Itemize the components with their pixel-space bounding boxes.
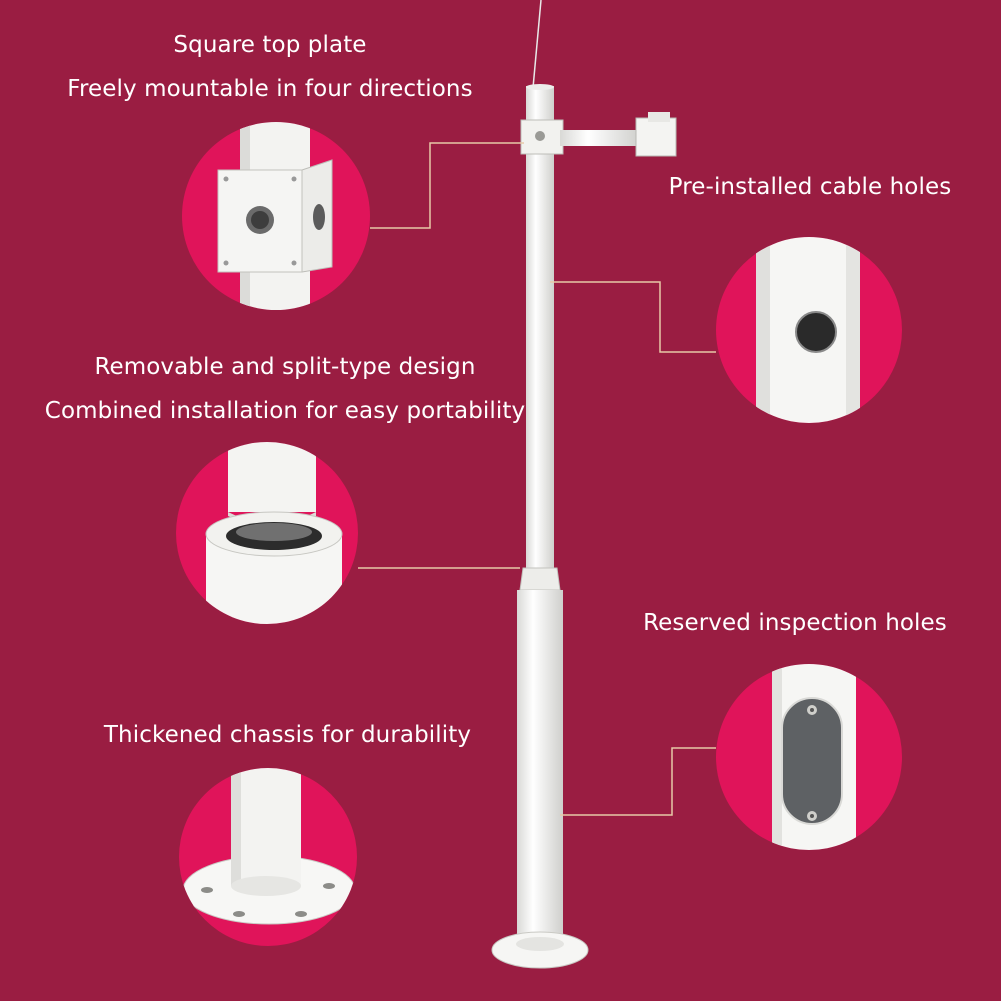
- chassis-detail-circle: [179, 768, 357, 946]
- top-plate-title: Square top plate: [173, 32, 367, 58]
- split-design-detail-circle: [176, 442, 358, 624]
- pole-upper: [526, 86, 554, 568]
- wire: [532, 0, 542, 89]
- leader-lines: [358, 142, 716, 816]
- cable-holes-title: Pre-installed cable holes: [668, 174, 952, 200]
- pole-arm: [560, 130, 640, 146]
- inspection-holes-title: Reserved inspection holes: [643, 610, 947, 636]
- inspection-holes-detail-circle: [716, 664, 902, 850]
- split-joint-icon: [205, 442, 343, 624]
- base-flange-icon: [182, 768, 356, 925]
- cable-hole-icon: [756, 237, 860, 423]
- inspection-hole-icon: [772, 664, 856, 850]
- split-design-title: Removable and split-type design: [94, 354, 476, 380]
- pole-lower: [517, 590, 563, 940]
- square-plate-icon: [217, 122, 333, 310]
- split-design-desc: Combined installation for easy portabili…: [44, 398, 526, 424]
- chassis-title: Thickened chassis for durability: [103, 722, 472, 748]
- top-plate-desc: Freely mountable in four directions: [67, 76, 473, 102]
- top-plate-detail-circle: [182, 122, 370, 310]
- cable-holes-detail-circle: [716, 237, 902, 423]
